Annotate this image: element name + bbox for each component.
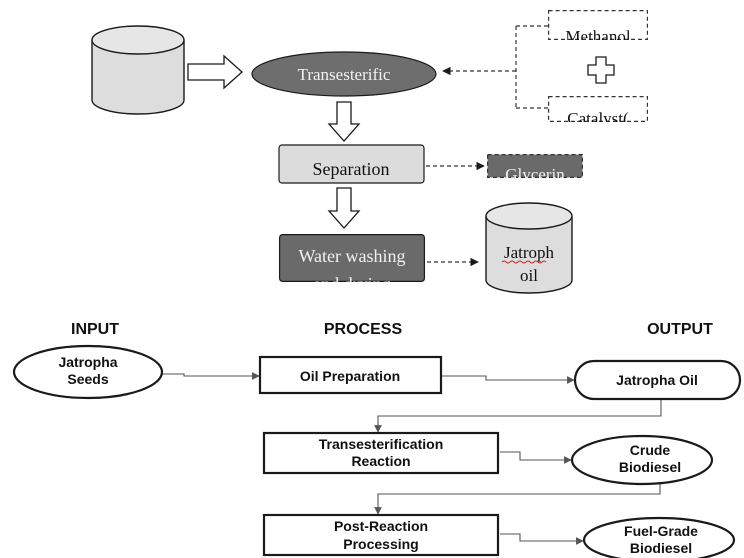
process-2-line-1: Transesterification [319, 436, 444, 452]
reagent-connector [442, 25, 548, 109]
column-header-output: OUTPUT [647, 321, 713, 338]
catalyst-box: Catalyst( [548, 96, 648, 128]
product-label: Jatroph [504, 243, 555, 262]
output-2-line-2: Biodiesel [619, 459, 681, 475]
block-arrow-right [187, 54, 243, 90]
output-1-label: Jatropha Oil [616, 372, 698, 388]
column-header-process: PROCESS [324, 321, 403, 338]
process-post-reaction-processing: Post-Reaction Processing [262, 513, 500, 557]
process-3-line-2: Processing [343, 536, 418, 552]
process-transesterification-reaction: Transesterification Reaction [262, 431, 500, 475]
input-seeds-line-2: Seeds [67, 371, 108, 387]
column-header-input: INPUT [71, 321, 119, 338]
connector-crude-to-post [374, 477, 661, 515]
output-crude-biodiesel: Crude Biodiesel [570, 434, 714, 486]
product-sublabel: oil [520, 266, 538, 285]
output-2-line-1: Crude [630, 442, 671, 458]
bottom-diagram: INPUT PROCESS OUTPUT Jatropha Seeds Oil … [12, 321, 742, 558]
input-seeds-line-1: Jatropha [58, 354, 117, 370]
catalyst-label: Catalyst( [567, 109, 629, 128]
feedstock-cylinder [91, 25, 185, 115]
connector-oil-to-reaction [374, 398, 662, 433]
methanol-label: Methanol [565, 27, 630, 46]
glycerin-box: Glycerin [487, 154, 583, 184]
methanol-box: Methanol [548, 10, 648, 46]
water-washing-label: Water washing [298, 246, 405, 266]
process-2-line-2: Reaction [351, 453, 410, 469]
connector-post-to-fuel [500, 533, 584, 545]
process-oil-preparation: Oil Preparation [258, 355, 443, 395]
input-jatropha-seeds: Jatropha Seeds [12, 344, 164, 400]
plus-symbol [587, 56, 615, 84]
water-washing-sublabel: and drying [313, 274, 390, 294]
process-3-line-1: Post-Reaction [334, 518, 428, 534]
product-cylinder: Jatroph oil [485, 202, 573, 294]
spellcheck-underline [501, 260, 547, 264]
block-arrow-down-1 [327, 101, 361, 142]
separation-box: Separation [278, 144, 425, 184]
top-diagram: Transesterific Methanol Catalyst( Separa… [91, 10, 648, 294]
transesterification-ellipse [251, 51, 437, 97]
output-3-line-2: Biodiesel [630, 540, 692, 556]
water-washing-box: Water washing and drying [279, 234, 425, 294]
separation-label: Separation [313, 159, 390, 179]
connector-prep-to-oil [442, 375, 575, 384]
process-1-label: Oil Preparation [300, 368, 400, 384]
bottom-connectors [162, 372, 662, 545]
glycerin-label: Glycerin [505, 165, 565, 184]
output-jatropha-oil: Jatropha Oil [573, 359, 742, 401]
connector-seeds-to-prep [162, 372, 260, 380]
transesterification-label: Transesterific [298, 65, 391, 84]
output-fuel-grade-biodiesel: Fuel-Grade Biodiesel [582, 516, 736, 558]
block-arrow-down-2 [327, 187, 361, 229]
output-3-line-1: Fuel-Grade [624, 523, 698, 539]
connector-reaction-to-crude [500, 451, 572, 464]
